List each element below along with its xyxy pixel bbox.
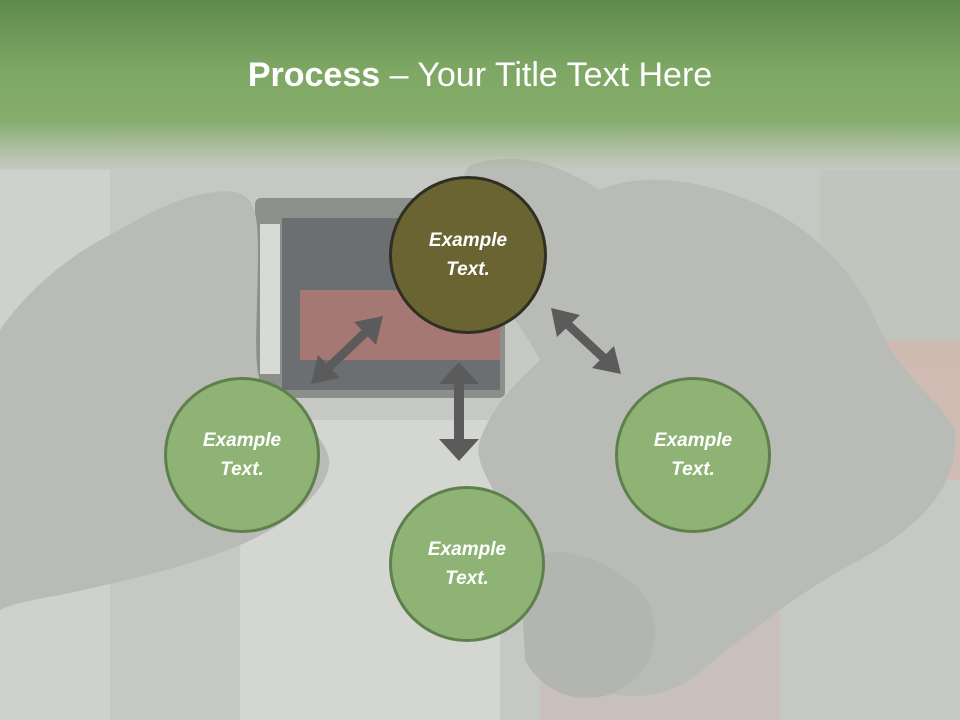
- title-band: [0, 0, 960, 170]
- process-node-bottom-label: Example Text.: [427, 539, 507, 589]
- process-node-left-label: Example Text.: [202, 430, 282, 480]
- process-node-right[interactable]: Example Text.: [615, 377, 771, 533]
- process-node-bottom[interactable]: Example Text.: [389, 486, 545, 642]
- title-rest: – Your Title Text Here: [380, 56, 713, 94]
- process-node-top-label: Example Text.: [428, 230, 508, 280]
- process-node-right-label: Example Text.: [653, 430, 733, 480]
- slide-title: Process – Your Title Text Here: [0, 52, 960, 98]
- process-node-top[interactable]: Example Text.: [389, 176, 547, 334]
- title-bold: Process: [247, 56, 381, 94]
- process-node-left[interactable]: Example Text.: [164, 377, 320, 533]
